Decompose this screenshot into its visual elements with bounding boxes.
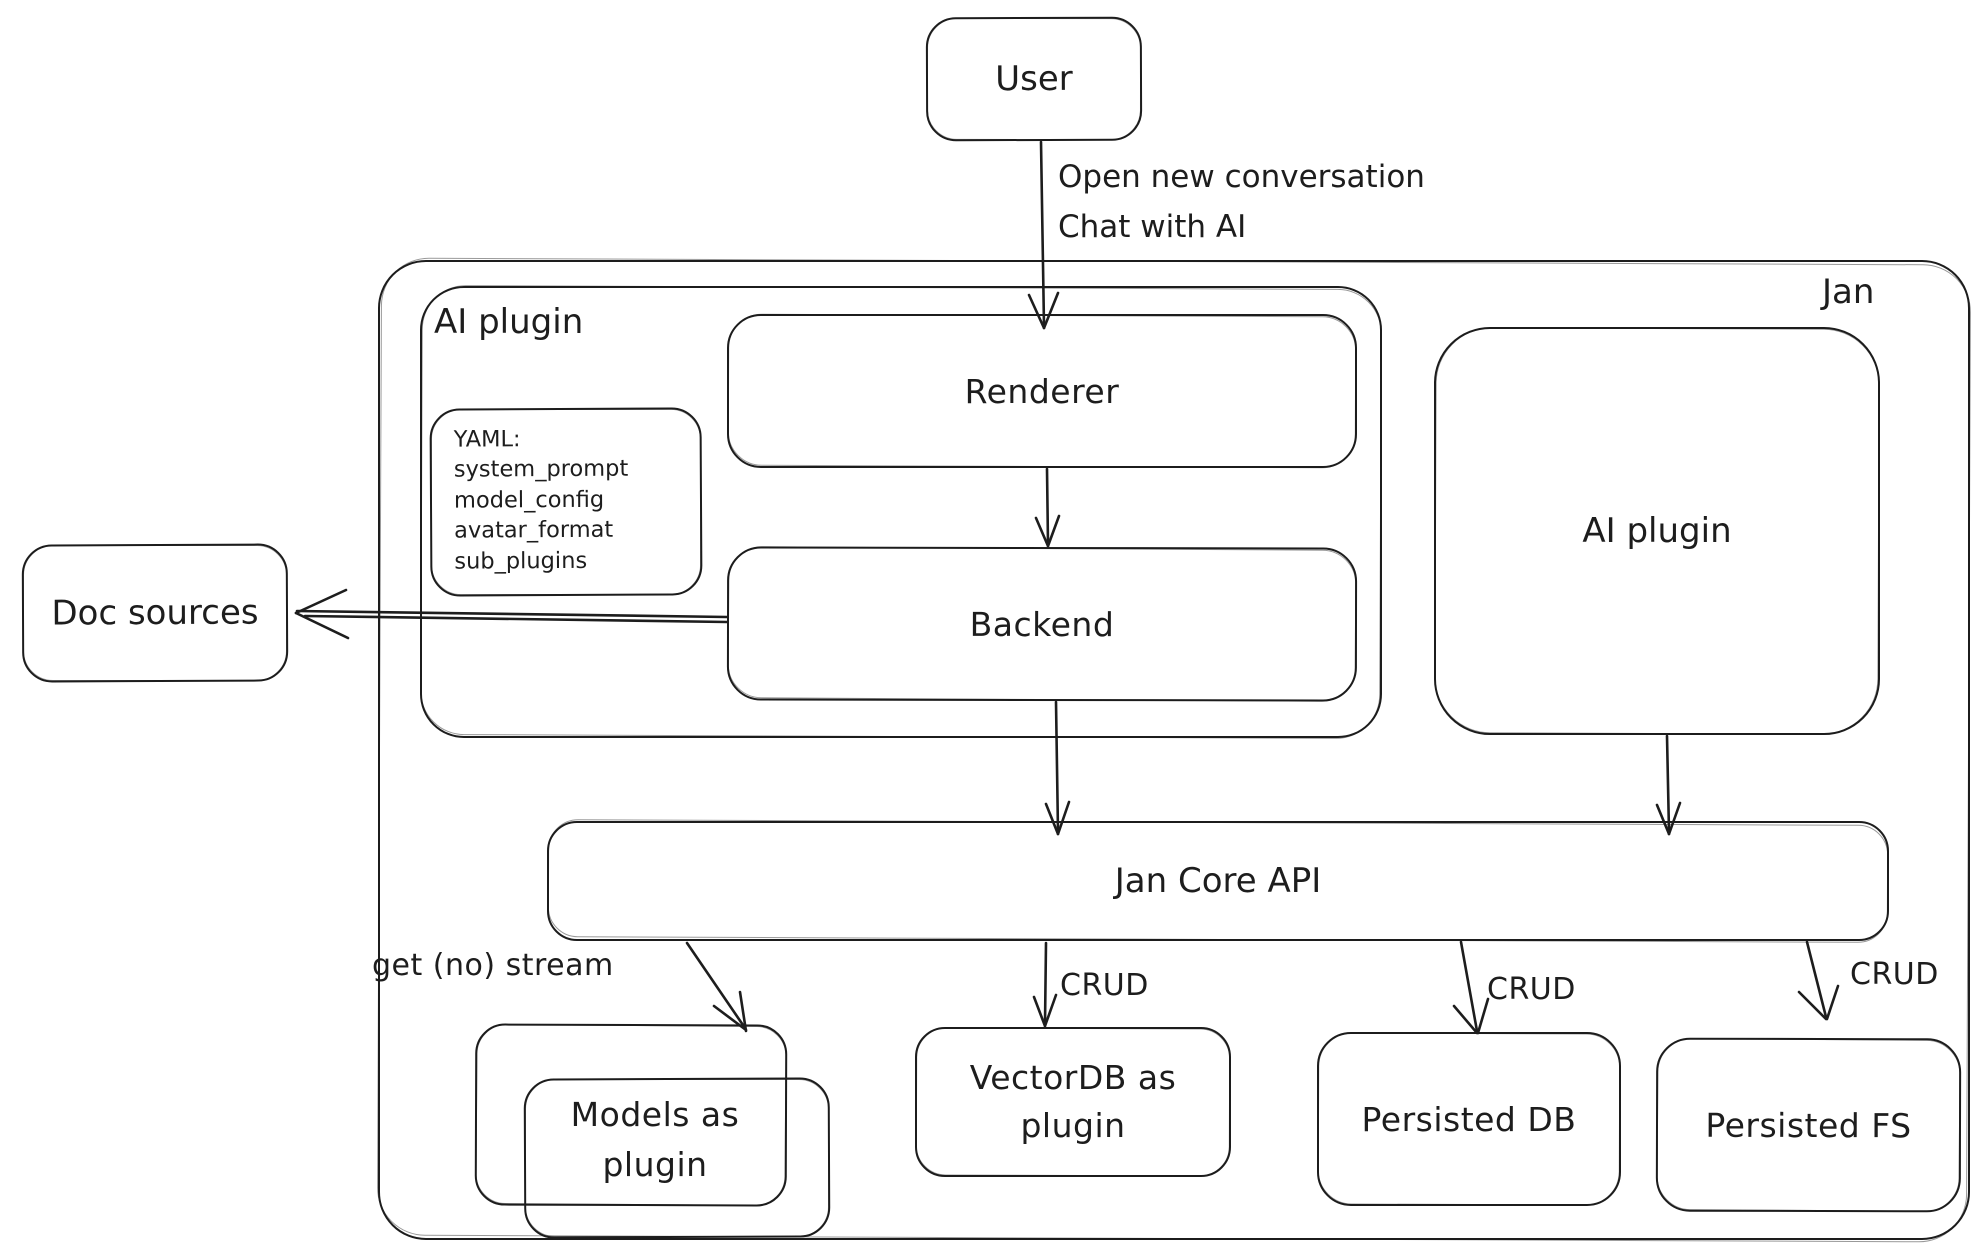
- backend-node: Backend: [726, 546, 1358, 702]
- yaml-note-box: YAML: system_prompt model_config avatar_…: [429, 407, 703, 597]
- edge-label-crud-persisted-fs: CRUD: [1850, 957, 1939, 992]
- persisted-fs-label: Persisted FS: [1705, 1105, 1912, 1145]
- ai-plugin-group-label: AI plugin: [434, 302, 584, 342]
- renderer-node: Renderer: [727, 314, 1357, 468]
- edge-label-line1: Open new conversation: [1058, 159, 1425, 195]
- edge-label-crud-vectordb: CRUD: [1060, 968, 1149, 1003]
- edge-label-open-conversation: Open new conversation Chat with AI: [1058, 153, 1425, 252]
- yaml-note-line: avatar_format: [454, 516, 614, 544]
- models-as-plugin-label: Models as plugin: [570, 1095, 740, 1184]
- jan-container-label: Jan: [1822, 272, 1875, 312]
- persisted-fs-node: Persisted FS: [1655, 1037, 1962, 1213]
- vectordb-as-plugin-node: VectorDB as plugin: [915, 1027, 1231, 1177]
- jan-core-api-node: Jan Core API: [547, 821, 1889, 941]
- user-node: User: [925, 16, 1143, 142]
- doc-sources-node: Doc sources: [21, 543, 289, 683]
- yaml-note-text: YAML: system_prompt model_config avatar_…: [454, 424, 629, 577]
- yaml-note-line: sub_plugins: [454, 547, 588, 575]
- edge-label-crud-persisted-db: CRUD: [1487, 972, 1576, 1007]
- renderer-label: Renderer: [964, 371, 1120, 411]
- jan-container-box: [378, 260, 1970, 1240]
- persisted-db-node: Persisted DB: [1317, 1032, 1621, 1206]
- yaml-note-line: system_prompt: [453, 456, 629, 483]
- edge-label-get-no-stream: get (no) stream: [372, 948, 614, 983]
- doc-sources-label: Doc sources: [51, 592, 259, 634]
- ai-plugin-group-box: [420, 286, 1382, 738]
- yaml-note-line: model_config: [453, 486, 605, 514]
- persisted-db-label: Persisted DB: [1361, 1099, 1577, 1139]
- ai-plugin-node: AI plugin: [1434, 327, 1880, 735]
- jan-core-api-label: Jan Core API: [1114, 861, 1322, 901]
- vectordb-as-plugin-label: VectorDB as plugin: [969, 1058, 1177, 1145]
- backend-label: Backend: [969, 604, 1115, 644]
- edge-label-line2: Chat with AI: [1058, 208, 1247, 245]
- user-label: User: [995, 58, 1073, 100]
- yaml-note-title: YAML:: [453, 426, 521, 453]
- ai-plugin-label: AI plugin: [1582, 511, 1732, 551]
